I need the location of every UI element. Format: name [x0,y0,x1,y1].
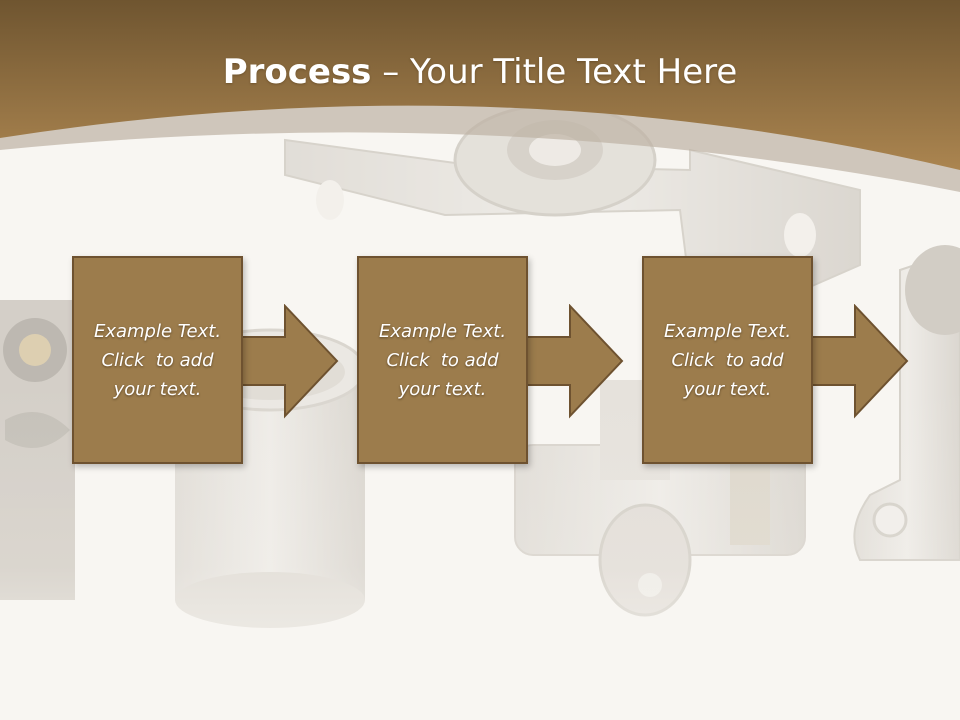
process-step-3[interactable]: Example Text. Click to add your text. [642,256,813,464]
title-bold: Process [222,52,372,92]
right-arrow-icon [811,304,909,419]
slide-title[interactable]: Process – Your Title Text Here [0,52,960,92]
process-step-2[interactable]: Example Text. Click to add your text. [357,256,528,464]
process-step-1[interactable]: Example Text. Click to add your text. [72,256,243,464]
right-arrow-icon [526,304,624,419]
step-text: Example Text. Click to add your text. [378,320,507,400]
step-text: Example Text. Click to add your text. [663,320,792,400]
step-text: Example Text. Click to add your text. [93,320,222,400]
right-arrow-icon [241,304,339,419]
title-rest: – Your Title Text Here [371,52,738,92]
